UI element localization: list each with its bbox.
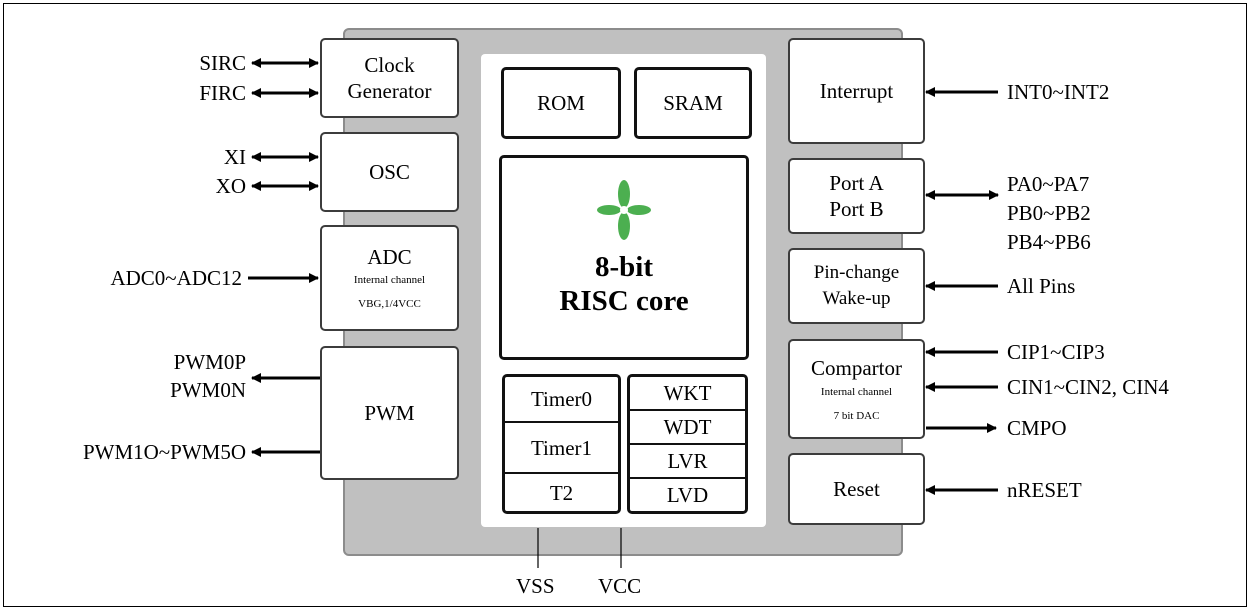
sram-label: SRAM (663, 91, 723, 115)
clock-generator-block: Clock Generator (320, 38, 459, 118)
adc-title: ADC (367, 245, 412, 269)
adc-sub2: VBG,1/4VCC (358, 298, 421, 310)
interrupt-label: Interrupt (819, 79, 894, 103)
lvr-label: LVR (667, 449, 708, 473)
t2-cell: T2 (505, 474, 618, 511)
interrupt-block: Interrupt (788, 38, 925, 144)
sirc-label: SIRC (199, 51, 246, 75)
comparator-sub1: Internal channel (820, 385, 893, 398)
comparator-title: Compartor (811, 355, 902, 380)
pwm-label: PWM (364, 401, 415, 425)
allpins-label: All Pins (1007, 274, 1076, 298)
comparator-sub2: 7 bit DAC (833, 409, 880, 422)
ports-block: Port A Port B (788, 158, 925, 234)
timer-block: Timer0 Timer1 T2 (502, 374, 621, 514)
pinchange-label-1: Pin-change (813, 262, 900, 283)
rom-label: ROM (537, 91, 585, 115)
pwm15-label: PWM1O~PWM5O (82, 440, 246, 464)
comparator-block: Compartor Internal channel 7 bit DAC (788, 339, 925, 439)
vss-label: VSS (516, 574, 555, 598)
osc-label: OSC (369, 160, 410, 184)
safety-block: WKT WDT LVR LVD (627, 374, 748, 514)
xi-label: XI (223, 145, 246, 169)
pb1-label: PB0~PB2 (1007, 201, 1091, 225)
port-b-label: Port B (829, 197, 884, 221)
pwm0p-label: PWM0P (173, 350, 246, 374)
timer1-label: Timer1 (530, 435, 593, 460)
lvr-cell: LVR (630, 445, 745, 479)
logo-icon (597, 180, 651, 240)
pa-label: PA0~PA7 (1007, 172, 1090, 196)
timer0-cell: Timer0 (505, 377, 618, 423)
int-label: INT0~INT2 (1007, 80, 1110, 104)
t2-label: T2 (549, 480, 574, 505)
osc-block: OSC (320, 132, 459, 212)
cin-label: CIN1~CIN2, CIN4 (1007, 375, 1169, 399)
reset-label: Reset (833, 477, 880, 501)
wkt-label: WKT (663, 381, 712, 405)
vcc-label: VCC (598, 574, 642, 598)
lvd-cell: LVD (630, 479, 745, 511)
clock-label-2: Generator (347, 79, 432, 103)
diagram-frame (3, 3, 1247, 607)
clock-label-1: Clock (364, 53, 415, 77)
xo-label: XO (215, 174, 246, 198)
cip-label: CIP1~CIP3 (1007, 340, 1105, 364)
pwm0n-label: PWM0N (170, 378, 246, 402)
wkt-cell: WKT (630, 377, 745, 411)
firc-label: FIRC (199, 81, 246, 105)
reset-block: Reset (788, 453, 925, 525)
timer0-label: Timer0 (530, 387, 593, 411)
sram-block: SRAM (634, 67, 752, 139)
adc-sub1: Internal channel (353, 274, 426, 286)
pb2-label: PB4~PB6 (1007, 230, 1091, 254)
lvd-label: LVD (666, 483, 709, 507)
pinchange-block: Pin-change Wake-up (788, 248, 925, 324)
adc-signal-label: ADC0~ADC12 (110, 266, 242, 290)
pinchange-label-2: Wake-up (822, 288, 891, 309)
wdt-cell: WDT (630, 411, 745, 445)
timer1-cell: Timer1 (505, 423, 618, 474)
nreset-label: nRESET (1007, 478, 1082, 502)
wdt-label: WDT (663, 415, 712, 439)
core-title-2: RISC core (559, 285, 689, 317)
port-a-label: Port A (829, 171, 884, 195)
pwm-block: PWM (320, 346, 459, 480)
risc-core-block: 8-bit RISC core (499, 155, 749, 360)
cmpo-label: CMPO (1007, 416, 1067, 440)
adc-block: ADC Internal channel VBG,1/4VCC (320, 225, 459, 331)
core-title-1: 8-bit (595, 251, 653, 283)
rom-block: ROM (501, 67, 621, 139)
